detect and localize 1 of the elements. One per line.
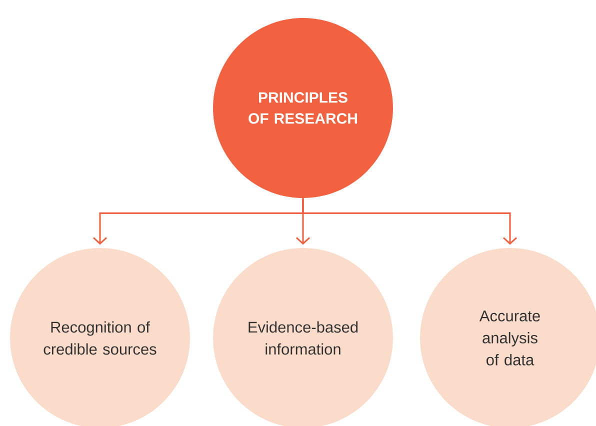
arrow xyxy=(302,198,518,245)
